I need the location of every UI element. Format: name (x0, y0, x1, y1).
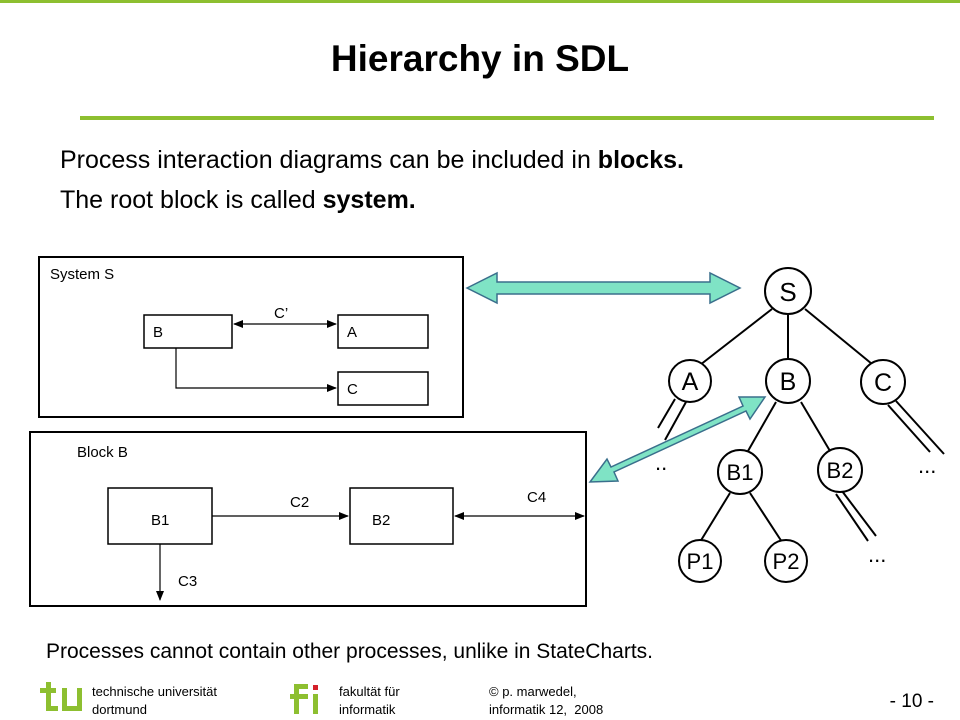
intro-line-2-bold: system. (322, 186, 416, 214)
system-block-b (143, 314, 233, 349)
tree-node-p1 (678, 539, 722, 583)
intro-line-1-bold: blocks. (597, 146, 684, 174)
system-frame (38, 256, 464, 418)
block-b2 (349, 487, 454, 545)
tree-node-c-label: C (874, 369, 892, 397)
channel-b-to-c (175, 348, 337, 392)
channel-c2-label: C2 (290, 494, 309, 511)
block-frame-label: Block B (77, 444, 128, 461)
title-rule (80, 116, 934, 120)
slide-title: Hierarchy in SDL (330, 38, 630, 79)
fi-logo-icon (290, 684, 318, 714)
tree-node-s (764, 267, 812, 315)
tree-node-c (860, 359, 906, 405)
block-frame (29, 431, 587, 607)
block-to-node-double-arrow (588, 396, 767, 483)
channel-c3-label: C3 (178, 573, 197, 590)
tree-node-b2 (817, 447, 863, 493)
system-block-a (337, 314, 429, 349)
top-accent-line (0, 0, 960, 3)
footer-university: technische universität dortmund (92, 684, 218, 717)
system-block-b-label: B (153, 324, 163, 341)
system-frame-label: System S (50, 266, 114, 283)
intro-line-1-text: Process interaction diagrams can be incl… (60, 146, 598, 174)
footer-author: © p. marwedel, informatik 12, 2008 (489, 684, 604, 717)
tree-node-b (765, 358, 811, 404)
channel-c-prime-label: C’ (274, 305, 288, 322)
footer-faculty: fakultät für informatik (339, 684, 400, 717)
tree-ellipsis-c: ... (918, 453, 936, 478)
tree-node-s-label: S (779, 277, 796, 307)
page-number: - 10 - (889, 691, 934, 712)
tree-node-p2-label: P2 (773, 549, 800, 574)
tree-node-p1-label: P1 (687, 549, 714, 574)
tree-node-b1 (717, 449, 763, 495)
block-b1 (107, 487, 213, 545)
intro-line-2: The root block is called system. (60, 186, 416, 215)
block-b2-label: B2 (372, 512, 390, 529)
system-block-c (337, 371, 429, 406)
tree-node-b-label: B (780, 368, 797, 396)
tree-ellipsis-a: .. (655, 450, 667, 475)
channel-c4-label: C4 (527, 489, 546, 506)
system-block-c-label: C (347, 381, 358, 398)
tu-logo-icon (40, 682, 82, 711)
intro-line-2-text: The root block is called (60, 186, 323, 214)
bottom-note: Processes cannot contain other processes… (46, 640, 653, 663)
tree-edges (657, 308, 945, 543)
tree-node-p2 (764, 539, 808, 583)
tree-node-b1-label: B1 (727, 460, 754, 485)
block-b1-label: B1 (151, 512, 169, 529)
system-block-a-label: A (347, 324, 357, 341)
tree-node-a (668, 359, 712, 403)
intro-line-1: Process interaction diagrams can be incl… (60, 146, 684, 175)
tree-ellipsis-b2: ... (868, 542, 886, 567)
system-to-root-double-arrow (465, 271, 742, 305)
tree-node-a-label: A (682, 368, 699, 396)
tree-node-b2-label: B2 (827, 458, 854, 483)
